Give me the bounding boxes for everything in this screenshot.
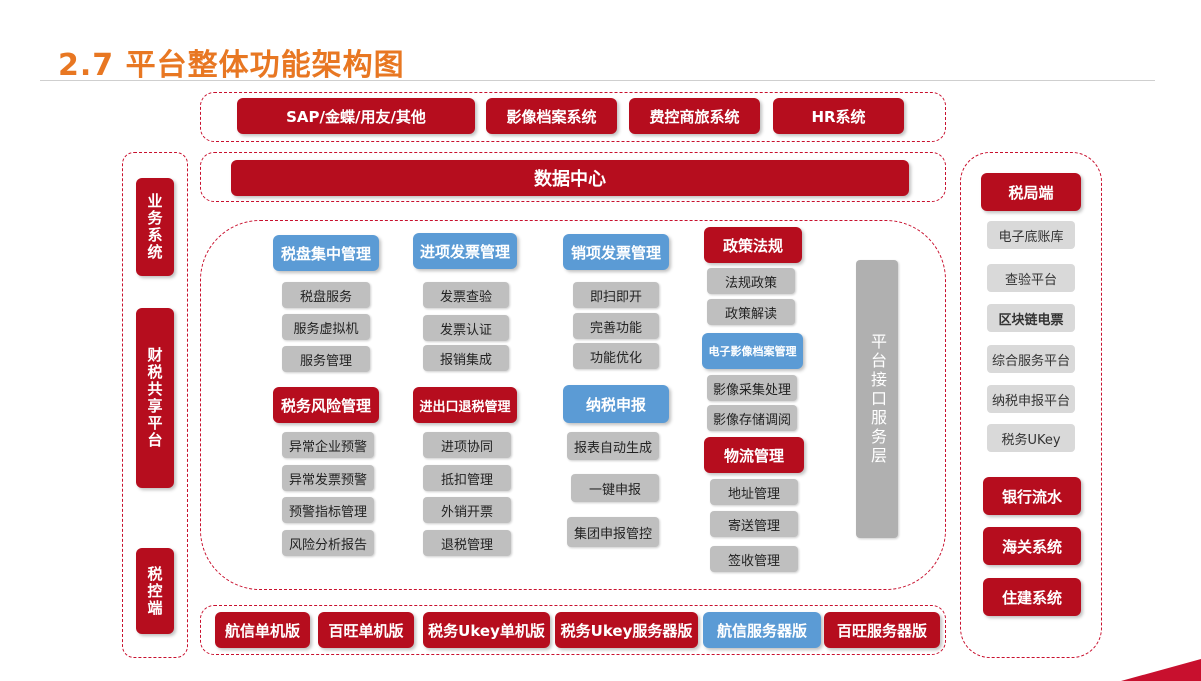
version-baiwang-standalone: 百旺单机版 xyxy=(318,612,414,648)
tax-disk-item: 服务管理 xyxy=(282,346,370,372)
export-refund-item: 外销开票 xyxy=(423,497,511,523)
module-tax-filing-header: 纳税申报 xyxy=(563,385,669,423)
module-output-invoice-header: 销项发票管理 xyxy=(563,234,669,270)
sidebar-business-systems: 业务系统 xyxy=(136,178,174,276)
tax-bureau-item: 区块链电票 xyxy=(987,304,1075,332)
output-invoice-item: 即扫即开 xyxy=(573,282,659,308)
sidebar-tax-control: 税控端 xyxy=(136,548,174,634)
version-baiwang-server: 百旺服务器版 xyxy=(824,612,940,648)
version-hangxin-standalone: 航信单机版 xyxy=(215,612,310,648)
system-expense-travel: 费控商旅系统 xyxy=(629,98,760,134)
tax-disk-item: 服务虚拟机 xyxy=(282,314,370,340)
version-ukey-standalone: 税务Ukey单机版 xyxy=(423,612,550,648)
input-invoice-item: 报销集成 xyxy=(423,345,509,371)
system-sap: SAP/金蝶/用友/其他 xyxy=(237,98,475,134)
policy-item: 法规政策 xyxy=(707,268,795,294)
tax-risk-item: 预警指标管理 xyxy=(282,497,374,523)
external-bank-statement: 银行流水 xyxy=(983,477,1081,515)
tax-bureau-item: 纳税申报平台 xyxy=(987,385,1075,413)
e-archive-item: 影像存储调阅 xyxy=(707,405,797,431)
e-archive-item: 影像采集处理 xyxy=(707,375,797,401)
input-invoice-item: 发票查验 xyxy=(423,282,509,308)
input-invoice-item: 发票认证 xyxy=(423,315,509,341)
page-title: 2.7 平台整体功能架构图 xyxy=(58,48,405,83)
data-center: 数据中心 xyxy=(231,160,909,196)
modules-frame xyxy=(200,220,946,590)
top-systems-frame xyxy=(200,92,946,142)
output-invoice-item: 功能优化 xyxy=(573,343,659,369)
tax-bureau-header: 税局端 xyxy=(981,173,1081,211)
logistics-item: 寄送管理 xyxy=(710,511,798,537)
interface-layer: 平台接口服务层 xyxy=(856,260,898,538)
title-divider xyxy=(40,80,1155,81)
export-refund-item: 退税管理 xyxy=(423,530,511,556)
module-e-archive-header: 电子影像档案管理 xyxy=(702,333,803,369)
tax-bureau-item: 电子底账库 xyxy=(987,221,1075,249)
tax-bureau-item: 查验平台 xyxy=(987,264,1075,292)
tax-risk-item: 异常企业预警 xyxy=(282,432,374,458)
module-export-refund-header: 进出口退税管理 xyxy=(413,387,517,423)
module-tax-risk-header: 税务风险管理 xyxy=(273,387,379,423)
module-logistics-header: 物流管理 xyxy=(704,437,804,473)
right-panel-frame xyxy=(960,152,1102,658)
logistics-item: 地址管理 xyxy=(710,479,798,505)
module-tax-disk-header: 税盘集中管理 xyxy=(273,235,379,271)
export-refund-item: 抵扣管理 xyxy=(423,465,511,491)
version-hangxin-server: 航信服务器版 xyxy=(703,612,821,648)
system-hr: HR系统 xyxy=(773,98,904,134)
system-image-archive: 影像档案系统 xyxy=(486,98,617,134)
external-customs-system: 海关系统 xyxy=(983,527,1081,565)
policy-item: 政策解读 xyxy=(707,299,795,325)
logistics-item: 签收管理 xyxy=(710,546,798,572)
module-policy-header: 政策法规 xyxy=(704,227,802,263)
tax-bureau-item: 综合服务平台 xyxy=(987,345,1075,373)
bottom-versions-frame xyxy=(200,605,946,655)
output-invoice-item: 完善功能 xyxy=(573,313,659,339)
tax-risk-item: 异常发票预警 xyxy=(282,465,374,491)
tax-disk-item: 税盘服务 xyxy=(282,282,370,308)
tax-filing-item: 报表自动生成 xyxy=(567,432,659,460)
export-refund-item: 进项协同 xyxy=(423,432,511,458)
version-ukey-server: 税务Ukey服务器版 xyxy=(555,612,698,648)
external-housing-system: 住建系统 xyxy=(983,578,1081,616)
data-center-frame xyxy=(200,152,946,202)
left-sidebar-frame xyxy=(122,152,188,658)
tax-filing-item: 一键申报 xyxy=(571,474,659,502)
sidebar-finance-tax-platform: 财税共享平台 xyxy=(136,308,174,488)
tax-filing-item: 集团申报管控 xyxy=(567,517,659,547)
tax-bureau-item: 税务UKey xyxy=(987,424,1075,452)
module-input-invoice-header: 进项发票管理 xyxy=(413,233,517,269)
corner-accent xyxy=(1121,659,1201,681)
tax-risk-item: 风险分析报告 xyxy=(282,530,374,556)
